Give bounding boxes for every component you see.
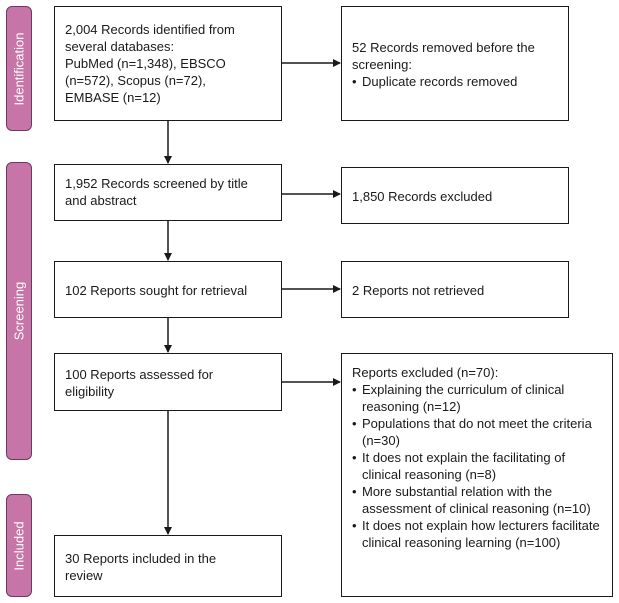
bullet-item: It does not explain the facilitating of … bbox=[352, 449, 602, 483]
bullet-item: Explaining the curriculum of clinical re… bbox=[352, 381, 602, 415]
records-excluded-box: 1,850 Records excluded bbox=[341, 167, 569, 224]
removed-bullet-list: Duplicate records removed bbox=[352, 73, 558, 90]
bullet-item: More substantial relation with the asses… bbox=[352, 483, 602, 517]
box-line: PubMed (n=1,348), EBSCO bbox=[65, 56, 226, 71]
box-line: Reports excluded (n=70): bbox=[352, 365, 499, 380]
box-line: 2 Reports not retrieved bbox=[352, 283, 485, 298]
box-line: 52 Records removed before the bbox=[352, 40, 535, 55]
box-line: eligibility bbox=[65, 384, 115, 399]
box-line: 1,850 Records excluded bbox=[352, 189, 493, 204]
box-line: EMBASE (n=12) bbox=[65, 90, 161, 105]
box-line: 1,952 Records screened by title bbox=[65, 176, 248, 191]
box-line: and abstract bbox=[65, 193, 137, 208]
reports-assessed-box: 100 Reports assessed for eligibility bbox=[54, 353, 282, 411]
included-phase-bar: Included bbox=[6, 494, 32, 597]
box-line: several databases: bbox=[65, 39, 175, 54]
reports-included-box: 30 Reports included in the review bbox=[54, 535, 282, 597]
box-line: review bbox=[65, 568, 103, 583]
box-line: (n=572), Scopus (n=72), bbox=[65, 73, 206, 88]
reports-not-retrieved-box: 2 Reports not retrieved bbox=[341, 261, 569, 318]
box-line: 102 Reports sought for retrieval bbox=[65, 283, 248, 298]
screening-phase-bar: Screening bbox=[6, 162, 32, 460]
reports-sought-box: 102 Reports sought for retrieval bbox=[54, 261, 282, 318]
records-identified-box: 2,004 Records identified from several da… bbox=[54, 6, 282, 121]
identification-phase-bar: Identification bbox=[6, 6, 32, 131]
box-line: 100 Reports assessed for bbox=[65, 367, 214, 382]
reports-excluded-box: Reports excluded (n=70): Explaining the … bbox=[341, 353, 613, 597]
exclusion-reasons-list: Explaining the curriculum of clinical re… bbox=[352, 381, 602, 551]
box-line: 2,004 Records identified from bbox=[65, 22, 235, 37]
records-removed-box: 52 Records removed before the screening:… bbox=[341, 6, 569, 121]
box-line: screening: bbox=[352, 57, 412, 72]
bullet-item: It does not explain how lecturers facili… bbox=[352, 517, 602, 551]
box-line: 30 Reports included in the bbox=[65, 551, 217, 566]
bullet-item: Populations that do not meet the criteri… bbox=[352, 415, 602, 449]
bullet-item: Duplicate records removed bbox=[352, 73, 558, 90]
records-screened-box: 1,952 Records screened by title and abst… bbox=[54, 164, 282, 221]
